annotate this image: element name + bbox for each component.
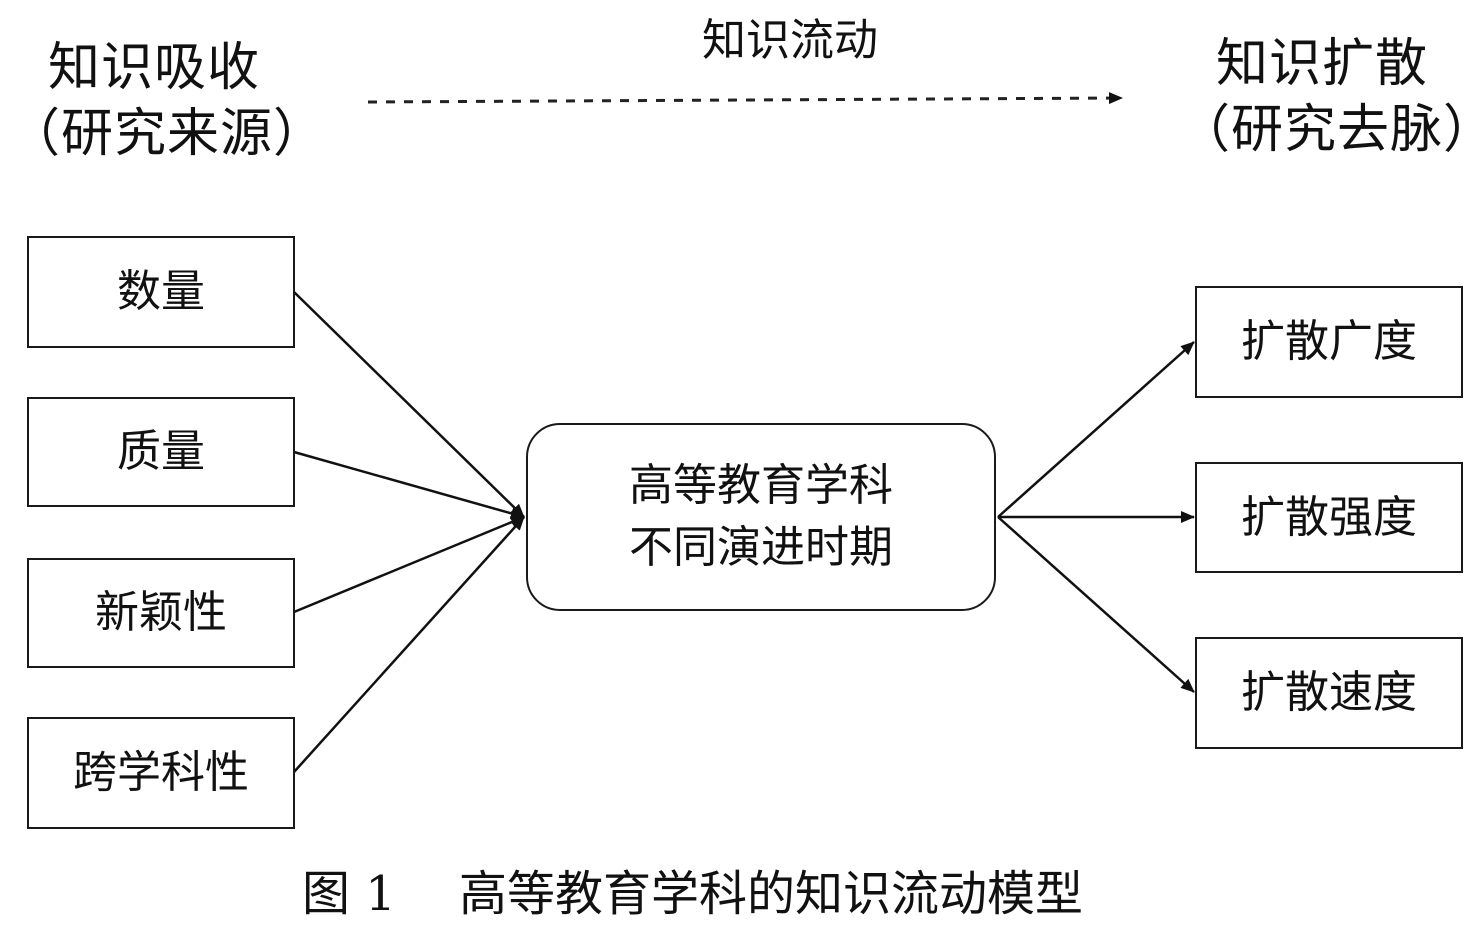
center-node-line2: 不同演进时期 [629,522,893,573]
source-box-label: 跨学科性 [73,747,249,798]
knowledge-flow-dashed-arrow [367,92,1123,105]
knowledge-flow-label: 知识流动 [702,15,878,66]
edge-interdisciplinarity-to-center [293,516,525,773]
center-node-line1: 高等教育学科 [629,460,893,511]
diffusion-subtitle: （研究去脉） [1178,100,1483,160]
diffusion-box-label: 扩散广度 [1241,316,1417,367]
source-box-label: 新颖性 [95,587,227,638]
edge-center-to-breadth [997,341,1195,518]
figure-caption: 图 1 高等教育学科的知识流动模型 [302,866,1084,922]
edge-quantity-to-center [293,291,525,518]
source-box-novelty: 新颖性 [27,558,295,668]
source-box-quantity: 数量 [27,236,295,348]
source-box-label: 质量 [117,426,205,477]
edge-novelty-to-center [293,515,525,614]
absorption-title: 知识吸收 [48,38,261,98]
diffusion-box-intensity: 扩散强度 [1195,462,1463,573]
source-box-label: 数量 [117,266,205,317]
source-box-interdisciplinarity: 跨学科性 [27,717,295,829]
center-node: 高等教育学科 不同演进时期 [526,423,996,611]
diffusion-box-speed: 扩散速度 [1195,637,1463,749]
source-box-quality: 质量 [27,397,295,507]
edge-quality-to-center [293,450,525,520]
edge-center-to-speed [997,516,1195,693]
diffusion-box-label: 扩散强度 [1241,491,1417,543]
diffusion-title: 知识扩散 [1216,34,1429,94]
absorption-subtitle: （研究来源） [8,104,327,164]
diffusion-box-breadth: 扩散广度 [1195,286,1463,398]
diffusion-box-label: 扩散速度 [1241,667,1417,718]
